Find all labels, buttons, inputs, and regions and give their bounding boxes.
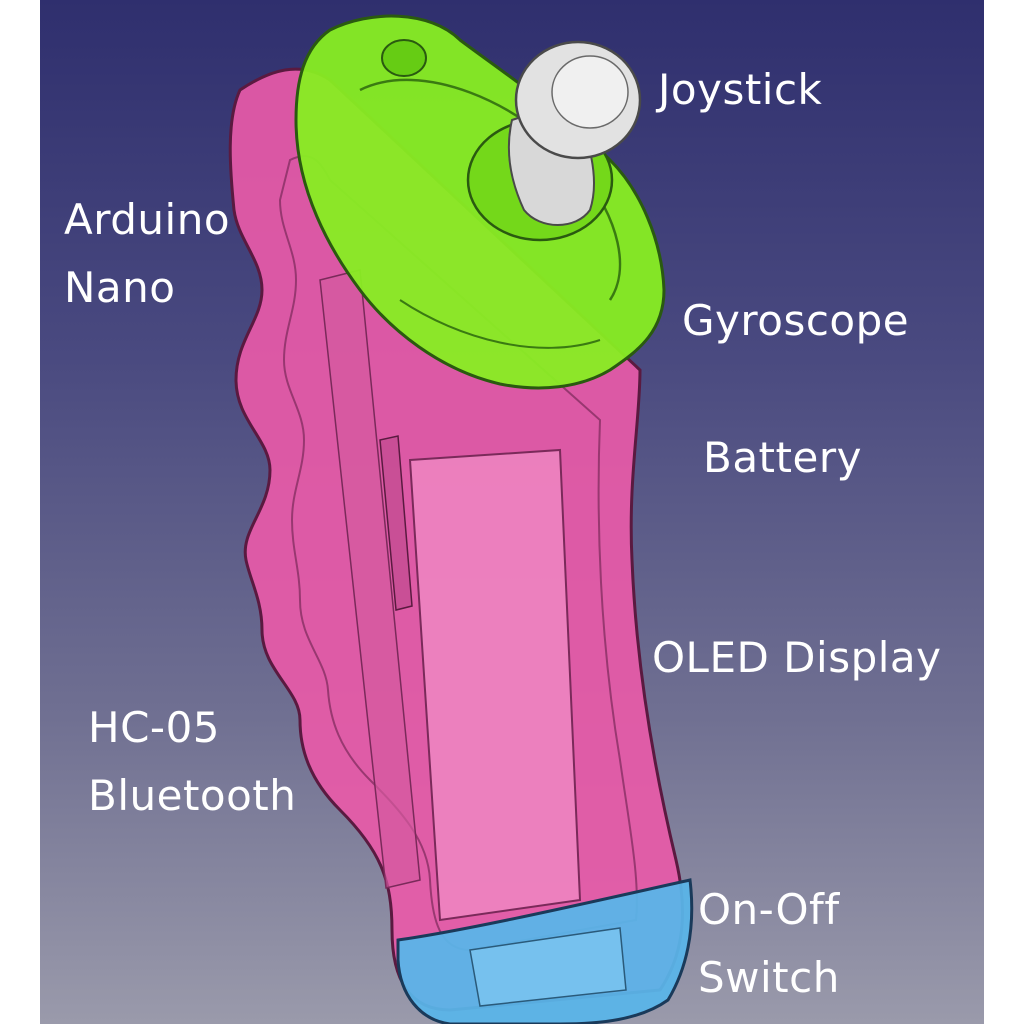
label-battery: Battery [703,433,862,482]
label-gyroscope: Gyroscope [682,296,910,345]
battery-pack [408,448,582,922]
label-hc05-bluetooth: HC-05 Bluetooth [88,703,297,820]
pink-housing-inner-edge [278,155,638,952]
label-arduino-nano: Arduino Nano [64,195,231,312]
top-module-hole [381,39,427,77]
label-on-off-switch: On-Off Switch [698,885,840,1002]
label-oled-display: OLED Display [652,633,942,682]
bottom-cap-grille [469,927,627,1007]
joystick-knob-top [551,55,629,129]
top-module-lower-ridge [399,299,601,349]
internal-board-rail [379,435,413,611]
label-joystick: Joystick [658,65,823,114]
